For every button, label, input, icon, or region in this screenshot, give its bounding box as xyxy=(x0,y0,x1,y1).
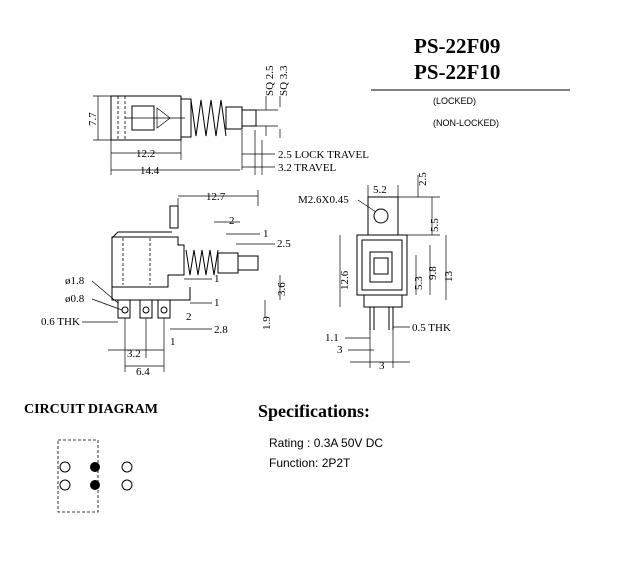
dim-thk-0-6: 0.6 THK xyxy=(41,316,80,328)
circuit-diagram-heading: CIRCUIT DIAGRAM xyxy=(24,402,158,417)
dim-12-6: 12.6 xyxy=(339,270,351,290)
model-title-1: PS-22F09 xyxy=(414,34,501,58)
dim-side-3-6: 3.6 xyxy=(276,282,288,296)
spec-function: Function: 2P2T xyxy=(269,456,351,470)
dim-6-4: 6.4 xyxy=(136,366,150,378)
dim-front-3b: 3 xyxy=(379,360,385,372)
circuit-switch-box xyxy=(57,439,99,513)
locked-label: (LOCKED) xyxy=(433,96,477,106)
dim-side-2: 2 xyxy=(229,215,235,227)
dim-side-2-8: 2.8 xyxy=(214,324,228,336)
circuit-common-terminal xyxy=(90,462,100,472)
dim-front-2-5: 2.5 xyxy=(417,172,429,186)
circuit-terminal xyxy=(121,461,133,473)
front-view: M2.6X0.45 5.2 2.5 5.5 12.6 5.3 9.8 13 1.… xyxy=(298,172,455,372)
dim-5-2: 5.2 xyxy=(373,184,387,196)
dim-travel: 3.2 TRAVEL xyxy=(278,162,337,174)
spec-rating: Rating : 0.3A 50V DC xyxy=(269,436,384,450)
top-view: 7.7 SQ 2.5 SQ 3.3 12.2 14.4 2.5 LOCK TRA… xyxy=(87,65,369,177)
circuit-terminal xyxy=(59,479,71,491)
dim-12-2: 12.2 xyxy=(136,148,155,160)
model-title-2: PS-22F10 xyxy=(414,60,501,84)
dim-3-2: 3.2 xyxy=(127,348,141,360)
dim-front-3a: 3 xyxy=(337,344,343,356)
dim-thk-0-5: 0.5 THK xyxy=(412,322,451,334)
dim-screw-m2-6: M2.6X0.45 xyxy=(298,194,349,206)
dim-side-1c: 1 xyxy=(214,297,220,309)
circuit-common-terminal xyxy=(90,480,100,490)
front-view-body xyxy=(356,234,408,296)
dim-sq-large: SQ 3.3 xyxy=(278,65,290,96)
dim-9-8: 9.8 xyxy=(427,266,439,280)
dim-5-3: 5.3 xyxy=(413,276,425,290)
dim-13: 13 xyxy=(443,271,455,283)
dim-side-2b: 2 xyxy=(186,311,192,323)
dim-hole-large: ø1.8 xyxy=(65,275,85,287)
circuit-diagram xyxy=(57,439,133,513)
dim-side-2-5: 2.5 xyxy=(277,238,291,250)
dim-14-4: 14.4 xyxy=(140,165,160,177)
dim-side-1b: 1 xyxy=(214,273,220,285)
dim-5-5: 5.5 xyxy=(429,218,441,232)
side-view-body xyxy=(111,236,185,288)
non-locked-label: (NON-LOCKED) xyxy=(433,118,500,128)
dim-1-1: 1.1 xyxy=(325,332,339,344)
circuit-terminal xyxy=(59,461,71,473)
dim-lock-travel: 2.5 LOCK TRAVEL xyxy=(278,149,369,161)
dim-side-1a: 1 xyxy=(263,228,269,240)
specifications-heading: Specifications: xyxy=(258,401,370,421)
dim-12-7: 12.7 xyxy=(206,191,226,203)
dim-side-1d: 1 xyxy=(170,336,176,348)
dim-height-7-7: 7.7 xyxy=(87,112,99,126)
front-view-bracket xyxy=(367,196,399,236)
circuit-terminal xyxy=(121,479,133,491)
dim-hole-small: ø0.8 xyxy=(65,293,85,305)
dim-side-1-9: 1.9 xyxy=(261,316,273,330)
side-view: 12.7 2 1 2.5 1 1 2 2.8 1.9 3.6 ø1.8 ø0.8… xyxy=(41,190,291,378)
dim-sq-small: SQ 2.5 xyxy=(264,65,276,96)
screw-hole xyxy=(373,208,389,224)
